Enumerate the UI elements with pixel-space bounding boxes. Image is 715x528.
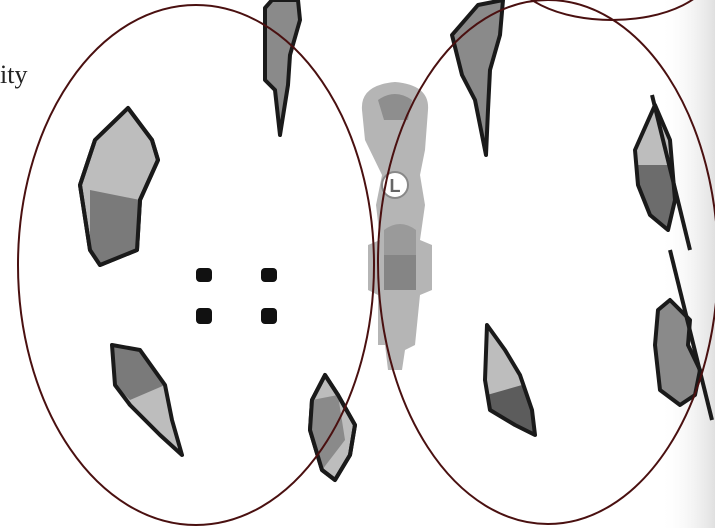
dot-top-left [196, 268, 212, 282]
center-figure-lower-shadow [384, 255, 416, 290]
dot-top-right [261, 268, 277, 282]
dot-bottom-right [261, 308, 277, 324]
center-badge-letter: L [390, 176, 401, 196]
left-region-shapes [80, 0, 355, 480]
dot-bottom-left [196, 308, 212, 324]
shape-left-top-blade [265, 0, 300, 135]
